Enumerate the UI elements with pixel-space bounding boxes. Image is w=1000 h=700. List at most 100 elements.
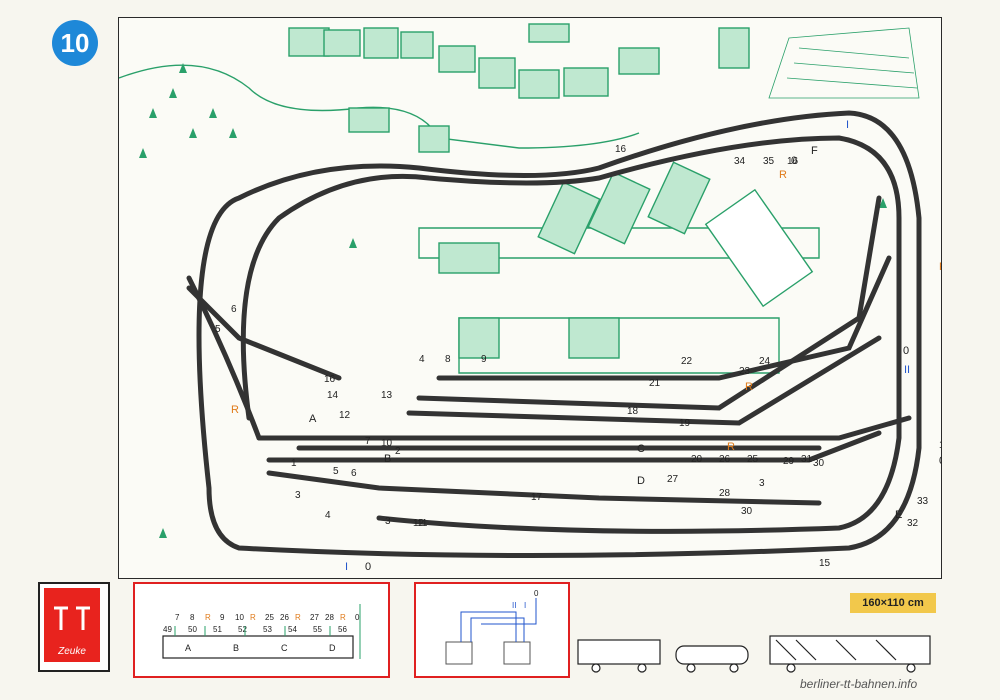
- track-plan: [186, 110, 922, 558]
- track-number-label: 10: [381, 438, 393, 449]
- road: [118, 64, 640, 149]
- zero-label: 0: [365, 561, 371, 573]
- track-number-label: 16: [787, 156, 799, 167]
- track-number-label: 30: [813, 458, 825, 469]
- panel-top-number: 10: [235, 613, 244, 622]
- panel-bottom-number: 53: [263, 625, 272, 634]
- transformer-box: [503, 641, 531, 665]
- layout-size-badge: 160×110 cm: [850, 593, 936, 613]
- track-number-label: 29: [783, 456, 795, 467]
- track-number-label: 13: [381, 390, 393, 401]
- block-panel-bar: [162, 635, 354, 659]
- transformer-box: [445, 641, 473, 665]
- covered-wagon: [769, 635, 931, 665]
- panel-bottom-number: 55: [313, 625, 322, 634]
- station-track-1: [256, 415, 912, 441]
- relay-label: R: [745, 381, 753, 393]
- panel-section-label: B: [233, 643, 239, 653]
- outer-loop-track: [196, 110, 922, 558]
- track-number-label: 14: [327, 390, 339, 401]
- track-number-label: 8: [445, 354, 451, 365]
- track-layout-diagram: A B C D E F I I II 0 0 0 0 R R R R R 123…: [118, 23, 953, 573]
- block-label-B: B: [384, 453, 391, 465]
- track-number-label: 18: [627, 406, 639, 417]
- zero-label: 0: [903, 345, 909, 357]
- track-number-label: 12: [339, 410, 351, 421]
- track-number-label: 20: [691, 454, 703, 465]
- plate-number: 10: [60, 27, 90, 58]
- panel-top-number: R: [295, 613, 301, 622]
- siding-track: [416, 195, 882, 411]
- track-number-label: 21: [649, 378, 661, 389]
- inner-loop-track: [240, 135, 902, 534]
- track-number-label: 11: [417, 518, 428, 529]
- relay-label: R: [779, 169, 787, 181]
- track-number-label: 4: [325, 510, 331, 521]
- block-label-D: D: [637, 475, 645, 487]
- roman-label: II: [904, 364, 910, 376]
- panel-top-number: 25: [265, 613, 274, 622]
- watermark: berliner-tt-bahnen.info: [800, 677, 918, 691]
- panel-bottom-number: 52: [238, 625, 247, 634]
- panel-bottom-number: 54: [288, 625, 297, 634]
- panel-top-number: 0: [355, 613, 360, 622]
- panel-top-number: 26: [280, 613, 289, 622]
- panel-bottom-number: 56: [338, 625, 347, 634]
- relay-label: R: [231, 404, 239, 416]
- long-building: [704, 188, 814, 308]
- track-number-label: 27: [667, 474, 679, 485]
- track-number-label: 24: [759, 356, 771, 367]
- relay-label: R: [727, 441, 735, 453]
- track-number-label: 15: [819, 558, 831, 569]
- block-label-E: E: [895, 509, 902, 521]
- brand-logo: [44, 588, 100, 662]
- track-number-label: 3: [759, 478, 765, 489]
- track-number-label: 35: [763, 156, 775, 167]
- roman-label: I: [345, 561, 348, 573]
- block-label-C: C: [637, 443, 645, 455]
- block-label-F: F: [811, 145, 818, 157]
- station-track-4: [266, 470, 822, 506]
- track-number-label: 26: [719, 454, 731, 465]
- block-label-A: A: [309, 413, 317, 425]
- track-number-label: 4: [419, 354, 425, 365]
- panel-top-number: 7: [175, 613, 180, 622]
- tank-wagon: [675, 645, 749, 665]
- panel-bottom-number: 51: [213, 625, 222, 634]
- panel-top-number: R: [340, 613, 346, 622]
- track-number-label: 6: [231, 304, 237, 315]
- panel-top-number: 28: [325, 613, 334, 622]
- panel-top-number: R: [205, 613, 211, 622]
- rolling-stock-illustration: [577, 635, 931, 673]
- track-number-label: 25: [747, 454, 759, 465]
- track-number-label: 32: [907, 518, 919, 529]
- wiring-diagram: 0 II I: [445, 589, 539, 665]
- relay-label: R: [939, 261, 941, 273]
- layout-frame: A B C D E F I I II 0 0 0 0 R R R R R 123…: [118, 17, 953, 579]
- siding-track: [436, 255, 892, 381]
- track-number-label: 17: [531, 492, 543, 503]
- track-number-label: 9: [481, 354, 487, 365]
- track-number-label: 2: [395, 446, 401, 457]
- panel-top-number: R: [250, 613, 256, 622]
- panel-top-number: 27: [310, 613, 319, 622]
- track-number-label: 6: [351, 468, 357, 479]
- track-number-label: 16: [324, 374, 336, 385]
- track-number-label: 3: [295, 490, 301, 501]
- station-track-3: [266, 430, 882, 463]
- zero-label: 0: [791, 155, 797, 167]
- track-number-label: 34: [734, 156, 746, 167]
- track-number-label: 5: [215, 324, 221, 335]
- track-number-label: 3: [385, 516, 391, 527]
- plate-number-badge: 10: [52, 20, 98, 66]
- zeuke-mark-icon: [54, 606, 90, 630]
- wiring-label: 0: [534, 589, 539, 598]
- track-number-label: 5: [333, 466, 339, 477]
- track-number-label: 28: [719, 488, 731, 499]
- track-number-label: 12: [413, 518, 425, 529]
- track-number-label: 23: [739, 366, 751, 377]
